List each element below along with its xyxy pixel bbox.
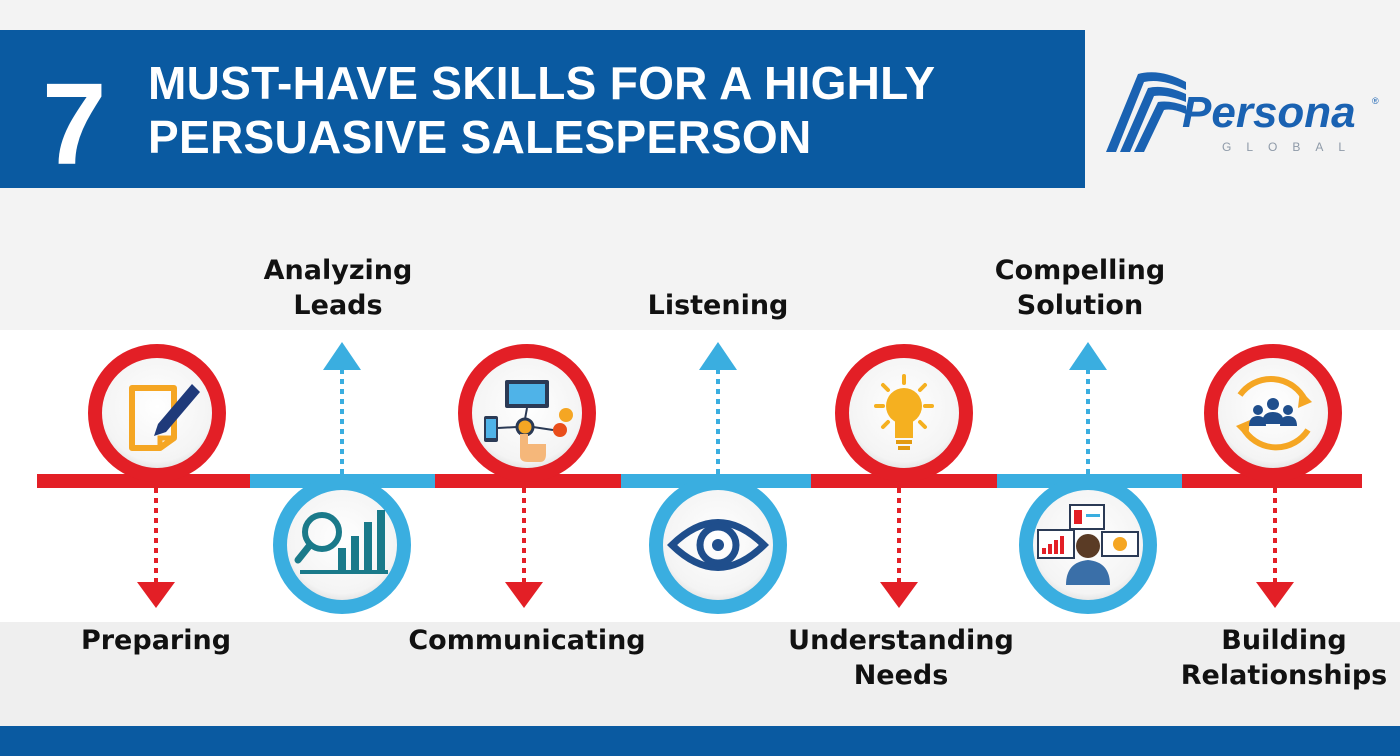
logo-arch-icon: [1106, 72, 1186, 152]
skill-label-line: Compelling: [994, 255, 1166, 286]
skill-label-line: Needs: [853, 660, 949, 691]
pen-and-paper-icon: [129, 384, 200, 451]
person-at-screens-icon: [1037, 504, 1139, 585]
skill-label-preparing: Preparing: [66, 623, 246, 658]
logo-registered-mark: ®: [1372, 96, 1379, 106]
magnifier-bar-chart-icon: [294, 510, 388, 574]
skill-label-line: Preparing: [80, 625, 232, 656]
background-bottom-band: [0, 622, 1400, 726]
arrow-up-compelling: [1069, 342, 1107, 474]
title-banner: 7 MUST-HAVE SKILLS FOR A HIGHLY PERSUASI…: [0, 30, 1085, 188]
skill-count: 7: [42, 59, 107, 189]
arrow-up-analyzing: [323, 342, 361, 474]
arrow-down-preparing: [137, 488, 175, 608]
eye-icon: [666, 519, 770, 571]
arrow-down-building: [1256, 488, 1294, 608]
skill-label-communicating: Communicating: [407, 623, 647, 658]
arrow-down-understanding: [880, 488, 918, 608]
skill-label-line: Leads: [293, 290, 383, 321]
ring-analyzing: [273, 476, 411, 614]
skill-label-analyzing-leads: Analyzing Leads: [238, 253, 438, 323]
logo-brand-text: Persona: [1182, 88, 1356, 137]
logo-tagline: GLOBAL: [1222, 140, 1361, 154]
skill-label-building-relationships: Building Relationships: [1174, 623, 1394, 693]
team-cycle-icon: [1236, 376, 1312, 451]
skill-label-line: Solution: [1016, 290, 1144, 321]
ring-preparing: [88, 344, 226, 482]
skill-label-understanding-needs: Understanding Needs: [781, 623, 1021, 693]
bar-segment-red: [37, 474, 250, 488]
title-line-2: PERSUASIVE SALESPERSON: [148, 111, 812, 163]
skill-label-line: Listening: [647, 290, 789, 321]
skill-label-line: Relationships: [1180, 660, 1388, 691]
arrow-up-listening: [699, 342, 737, 474]
skill-label-listening: Listening: [618, 288, 818, 323]
arrow-down-communicating: [505, 488, 543, 608]
page-title: MUST-HAVE SKILLS FOR A HIGHLY PERSUASIVE…: [148, 56, 1048, 164]
light-bulb-icon: [874, 374, 934, 450]
skill-label-line: Understanding: [788, 625, 1014, 656]
footer-band: [0, 726, 1400, 756]
connected-devices-icon: [484, 380, 573, 462]
connector-arrows: [137, 342, 1294, 608]
skill-label-compelling-solution: Compelling Solution: [985, 253, 1175, 323]
title-line-1: MUST-HAVE SKILLS FOR A HIGHLY: [148, 57, 936, 109]
skill-label-line: Building: [1221, 625, 1347, 656]
persona-global-logo: Persona ® GLOBAL: [1100, 60, 1390, 160]
skill-label-line: Analyzing: [263, 255, 413, 286]
skill-label-line: Communicating: [408, 625, 646, 656]
